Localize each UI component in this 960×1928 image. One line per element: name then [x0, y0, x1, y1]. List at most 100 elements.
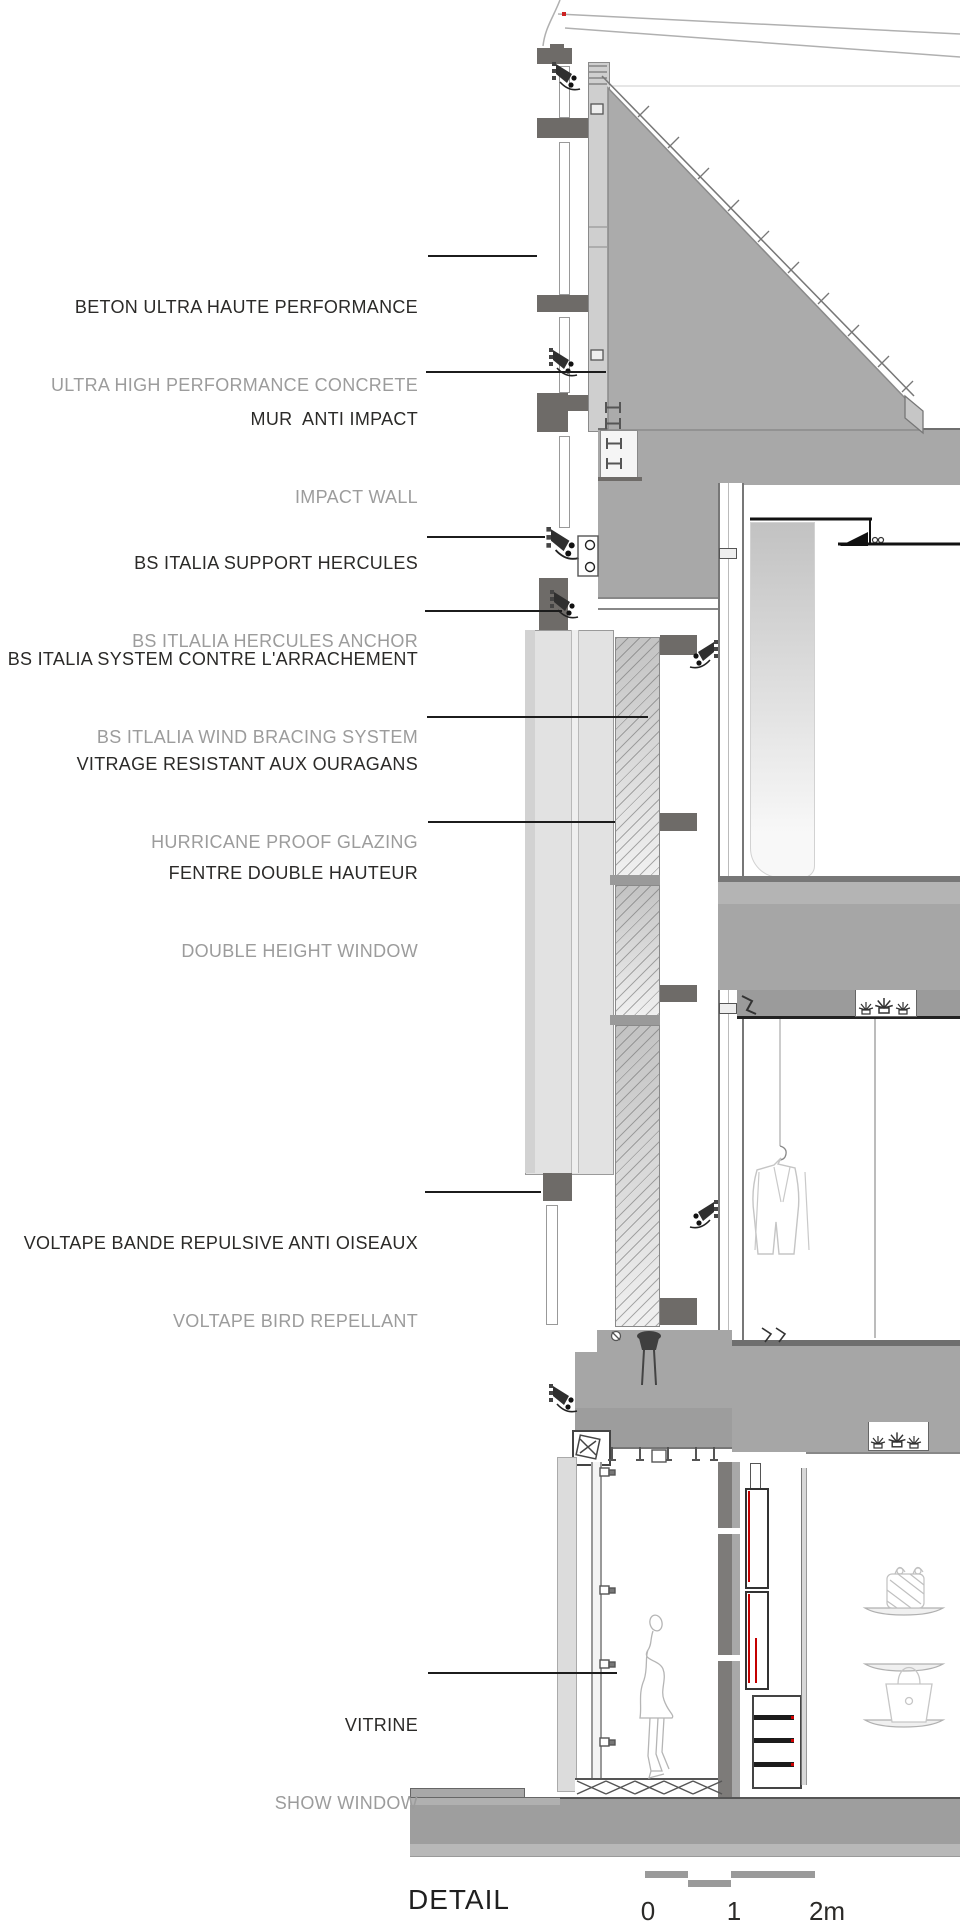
glazing-sill-1 [610, 875, 660, 885]
hercules-anchor-plate [577, 535, 599, 577]
plant-icon [887, 1431, 907, 1448]
steel-base-plate [598, 477, 642, 481]
annotation-en: SHOW WINDOW [274, 1793, 418, 1813]
annotation-vitrage: VITRAGE RESISTANT AUX OURAGANS HURRICANE… [0, 699, 418, 907]
glass-clip-icons [599, 1467, 616, 1747]
steel-ibeam-icons [605, 402, 622, 469]
ceiling-spotlight-icon [840, 532, 868, 546]
annotation-fr: BS ITALIA SUPPORT HERCULES [134, 553, 418, 573]
quilted-handbag-icon [886, 1566, 925, 1609]
concrete-upstand [598, 483, 720, 597]
ceiling-hanger-ticks [608, 1447, 718, 1463]
roof-beam-band [598, 428, 960, 485]
hanging-jacket-icon [752, 1019, 810, 1255]
vitrine-jamb [557, 1457, 577, 1792]
plant-icon [874, 997, 894, 1014]
uhpc-wall-band-3 [537, 393, 568, 432]
drawer-dot-2 [791, 1739, 794, 1742]
sill-bracket-icons [761, 1327, 787, 1343]
leader-lines [425, 255, 648, 1674]
window-head-frame [598, 597, 720, 610]
parapet-cap [537, 48, 572, 64]
annotation-fr: BS ITALIA SYSTEM CONTRE L'ARRACHEMENT [7, 649, 418, 669]
vitrine-glass [591, 1462, 602, 1778]
facade-anchor-icon [689, 1199, 719, 1229]
gf-ceiling-line [806, 1452, 960, 1454]
plant-icon [895, 1001, 911, 1015]
partition-gap-2 [718, 1655, 740, 1661]
annotation-en: DOUBLE HEIGHT WINDOW [181, 941, 418, 961]
annotation-vitrine: VITRINE SHOW WINDOW [0, 1660, 418, 1868]
annotation-en: IMPACT WALL [295, 487, 418, 507]
annotation-fentre: FENTRE DOUBLE HAUTEUR DOUBLE HEIGHT WIND… [0, 808, 418, 1016]
partition-dark [718, 1462, 732, 1797]
shutter-coil-icon [575, 1434, 601, 1460]
fin-base-block [543, 1173, 572, 1201]
facade-anchor-icon [551, 61, 581, 91]
spotlight-knob-2 [877, 536, 885, 544]
wall-window-frame-1 [559, 66, 570, 118]
slab2-edge [718, 876, 960, 882]
mannequin-icon [639, 1614, 674, 1779]
annotation-en: VOLTAPE BIRD REPELLANT [172, 1311, 418, 1331]
facade-anchor-icon [689, 639, 719, 669]
facade-anchor-icon [549, 589, 579, 619]
ground-slab [410, 1797, 960, 1846]
annotation-fr: MUR ANTI IMPACT [250, 409, 418, 429]
cove-fixture-icon [741, 995, 757, 1015]
wall-window-frame-2 [559, 142, 570, 295]
tote-bag-icon [885, 1667, 933, 1723]
floor-truss-bracing [576, 1780, 723, 1795]
drawer-bar-3 [754, 1762, 794, 1767]
annotation-beton: BETON ULTRA HAUTE PERFORMANCE ULTRA HIGH… [0, 242, 418, 450]
transom-head [660, 635, 697, 655]
ground-slab-base [410, 1844, 960, 1857]
scale-bar-segment-2 [688, 1880, 731, 1887]
partition-gap-1 [718, 1528, 740, 1534]
annotation-bs-support: BS ITALIA SUPPORT HERCULES BS ITLALIA HE… [0, 498, 418, 706]
roof-gutter-cap [904, 394, 924, 435]
plant-icon [870, 1435, 886, 1449]
transom-base [660, 1298, 697, 1325]
case-side-wall [801, 1468, 807, 1785]
annotation-fr: BETON ULTRA HAUTE PERFORMANCE [74, 297, 418, 317]
red-survey-dot [562, 12, 566, 16]
scale-bar-segment-1 [645, 1871, 688, 1878]
fin-lower-frame [546, 1205, 558, 1325]
uhpc-wall-band-3b [568, 395, 590, 411]
drawing-title: DETAIL [408, 1884, 510, 1915]
uhpc-wall-band-1 [537, 118, 590, 138]
annotation-fr: VITRAGE RESISTANT AUX OURAGANS [76, 754, 418, 774]
roof-edge-ticks [637, 105, 914, 393]
annotation-en: BS ITLALIA WIND BRACING SYSTEM [96, 727, 418, 747]
drawer-bar-1 [754, 1715, 794, 1720]
slab2-screed [718, 882, 960, 904]
skylight-rungs [589, 65, 607, 361]
scale-label-1: 1 [726, 1896, 742, 1926]
glazing-sill-2 [610, 1015, 660, 1025]
parapet-tab [550, 44, 564, 50]
parapet-lines [542, 0, 960, 58]
slab2-body [718, 904, 960, 990]
mullion-clip-2 [719, 1003, 737, 1014]
facade-anchor-icon [548, 1383, 578, 1413]
roller-shade [750, 522, 815, 878]
annotation-fr: VITRINE [344, 1715, 418, 1735]
facade-anchor-icon [545, 526, 580, 560]
drawer-bar-2 [754, 1738, 794, 1743]
mullion-clip-1 [719, 548, 737, 559]
case-door-2-gasket [748, 1594, 750, 1683]
annotation-fr: FENTRE DOUBLE HAUTEUR [168, 863, 418, 883]
partition-light [732, 1462, 740, 1797]
sloped-roof [601, 75, 924, 435]
drawer-dot-3 [791, 1763, 794, 1766]
annotation-fr: VOLTAPE BANDE REPULSIVE ANTI OISEAUX [23, 1233, 418, 1253]
uhpc-fin-strip-mid [571, 630, 579, 1173]
uhpc-fin-strip-left [525, 630, 535, 1173]
sill-circle-marker [610, 1330, 622, 1342]
uhpc-wall-band-2 [537, 295, 590, 312]
case-door-1-gasket [748, 1491, 750, 1582]
spotlight-knob-1 [871, 536, 879, 544]
